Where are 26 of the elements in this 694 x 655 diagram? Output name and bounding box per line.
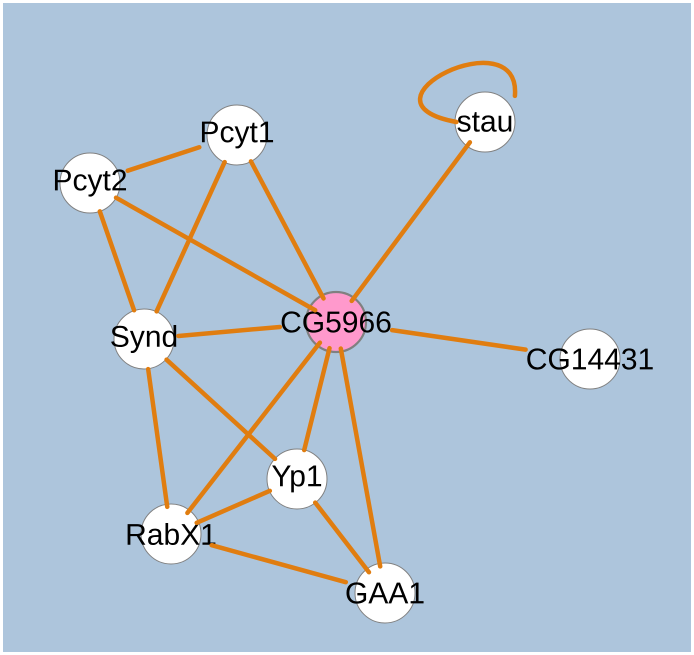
edge-line xyxy=(114,195,318,312)
edge-line xyxy=(98,209,136,313)
edge-line xyxy=(390,328,528,352)
gene-node: GAA1 xyxy=(346,562,424,624)
gene-node: Yp1 xyxy=(266,448,328,510)
edge-line xyxy=(185,340,322,516)
gene-node: RabX1 xyxy=(128,504,216,564)
gene-node: stau xyxy=(454,92,516,152)
edge-line xyxy=(154,160,227,314)
edge-line xyxy=(176,324,282,338)
edge-line xyxy=(302,346,332,452)
edge-line xyxy=(164,357,278,462)
edge-line xyxy=(146,366,170,510)
edge-line xyxy=(248,159,326,301)
edge-line xyxy=(338,346,382,569)
edge-line xyxy=(349,140,472,304)
edge-line xyxy=(209,542,348,584)
gene-node: CG5966 xyxy=(282,290,391,354)
edge-line xyxy=(125,145,202,173)
edge-line xyxy=(194,488,272,526)
gene-node: Pcyt2 xyxy=(54,152,126,214)
gene-node: CG14431 xyxy=(527,328,653,390)
edge-line xyxy=(312,500,372,574)
gene-node: Synd xyxy=(111,308,176,370)
self-loop-edge xyxy=(418,60,518,124)
gene-node: Pcyt1 xyxy=(202,104,274,166)
